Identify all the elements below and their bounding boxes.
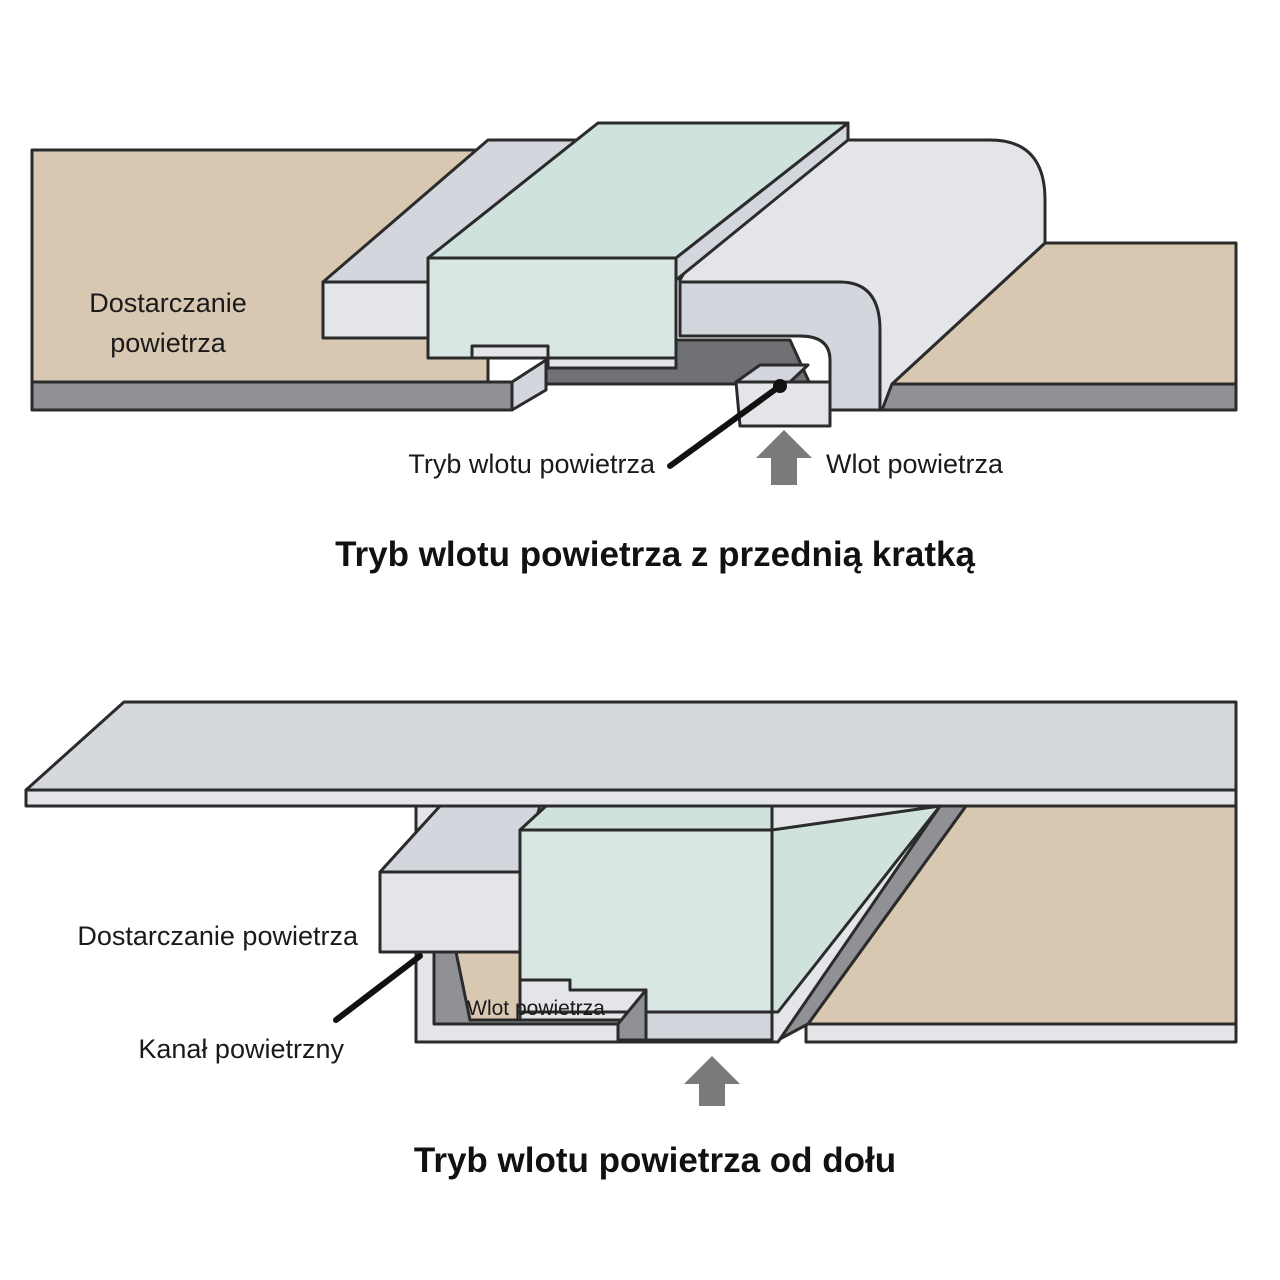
top-mode-pointer xyxy=(667,383,783,469)
top-label-mode: Tryb wlotu powietrza xyxy=(408,449,656,479)
top-left-floor-step xyxy=(510,358,548,412)
top-label-supply-line1: Dostarczanie xyxy=(89,288,247,318)
top-duct-elbow xyxy=(678,280,882,412)
bottom-label-inlet: Wlot powietrza xyxy=(467,997,605,1020)
top-mode-pointer-dot xyxy=(773,379,787,393)
top-unit-foot xyxy=(546,356,678,370)
bottom-ceiling-edge xyxy=(24,788,1238,808)
top-rear-duct-face xyxy=(321,280,432,340)
bottom-unit-top xyxy=(518,804,774,832)
bottom-diagram: Dostarczanie powietrza Kanał powietrzny … xyxy=(24,700,1238,1180)
bottom-label-supply: Dostarczanie powietrza xyxy=(77,921,359,951)
top-label-inlet: Wlot powietrza xyxy=(826,449,1004,479)
top-unit-face xyxy=(426,256,678,360)
top-inlet-arrow xyxy=(756,430,812,485)
top-label-supply-line2: powietrza xyxy=(110,328,227,358)
bottom-supply-top xyxy=(378,804,542,874)
bottom-right-floor xyxy=(804,1022,1238,1044)
bottom-ceiling-top xyxy=(24,700,1238,792)
bottom-title: Tryb wlotu powietrza od dołu xyxy=(414,1141,896,1180)
top-inlet-grille-top xyxy=(734,363,810,384)
top-unit-lip xyxy=(470,344,550,360)
bottom-unit-side xyxy=(770,804,942,1014)
bottom-inlet-side xyxy=(616,988,648,1042)
top-diagram: Dostarczanie powietrza Tryb wlotu powiet… xyxy=(30,121,1238,574)
top-inlet-grille xyxy=(734,380,832,428)
bottom-channel-pointer xyxy=(333,953,423,1023)
top-left-floor xyxy=(30,380,514,412)
bottom-inlet-plate xyxy=(644,1010,774,1042)
bottom-inlet-arrow xyxy=(684,1056,740,1106)
bottom-supply-face xyxy=(378,870,522,954)
top-right-floor xyxy=(880,382,1238,412)
top-title: Tryb wlotu powietrza z przednią kratką xyxy=(335,535,975,574)
bottom-label-channel: Kanał powietrzny xyxy=(138,1034,344,1064)
